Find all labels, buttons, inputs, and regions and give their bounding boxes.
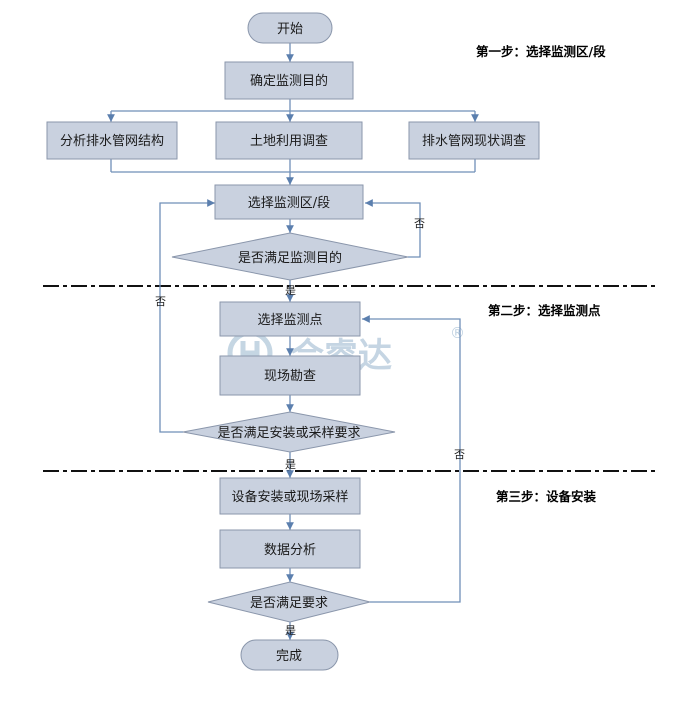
finish-label: 完成 (276, 649, 302, 664)
yes-label-3: 是 (285, 624, 296, 637)
data-analysis-label: 数据分析 (264, 543, 316, 558)
field-survey-box: 现场勘查 (219, 355, 361, 396)
pipe-survey-label: 排水管网现状调查 (422, 134, 526, 149)
watermark-registered: ® (450, 324, 465, 342)
install-label: 设备安装或现场采样 (231, 489, 348, 505)
select-zone-label: 选择监测区/段 (248, 196, 330, 211)
land-use-label: 土地利用调查 (250, 134, 328, 149)
field-survey-label: 现场勘查 (264, 369, 316, 384)
no-label-2: 否 (454, 448, 465, 461)
no-label-left: 否 (155, 295, 166, 308)
step-2-heading: 第二步：选择监测点 (488, 303, 601, 318)
select-point-label: 选择监测点 (257, 313, 322, 328)
determine-purpose-box: 确定监测目的 (224, 61, 354, 100)
no-label-1: 否 (414, 217, 425, 230)
decision-install: 是否满足安装或采样要求 (182, 411, 396, 453)
decision-install-label: 是否满足安装或采样要求 (217, 426, 360, 441)
select-point-box: 选择监测点 (219, 301, 361, 337)
step-3-heading: 第三步：设备安装 (496, 489, 597, 504)
start-terminal: 开始 (247, 12, 333, 44)
determine-purpose-label: 确定监测目的 (250, 73, 328, 89)
data-analysis-box: 数据分析 (219, 529, 361, 569)
step-1-heading: 第一步：选择监测区/段 (476, 44, 606, 59)
finish-terminal: 完成 (240, 639, 339, 671)
analyze-network-label: 分析排水管网结构 (60, 134, 164, 149)
decision-requirement: 是否满足要求 (207, 581, 371, 623)
decision-purpose: 是否满足监测目的 (171, 232, 409, 281)
select-zone-box: 选择监测区/段 (214, 184, 364, 220)
yes-label-1: 是 (285, 284, 296, 297)
install-box: 设备安装或现场采样 (219, 477, 361, 515)
yes-label-2: 是 (285, 458, 296, 471)
pipe-survey-box: 排水管网现状调查 (408, 121, 540, 160)
decision-purpose-label: 是否满足监测目的 (238, 250, 342, 266)
land-use-box: 土地利用调查 (215, 121, 363, 160)
decision-requirement-label: 是否满足要求 (250, 596, 328, 611)
start-label: 开始 (277, 22, 303, 37)
analyze-network-box: 分析排水管网结构 (46, 121, 178, 160)
